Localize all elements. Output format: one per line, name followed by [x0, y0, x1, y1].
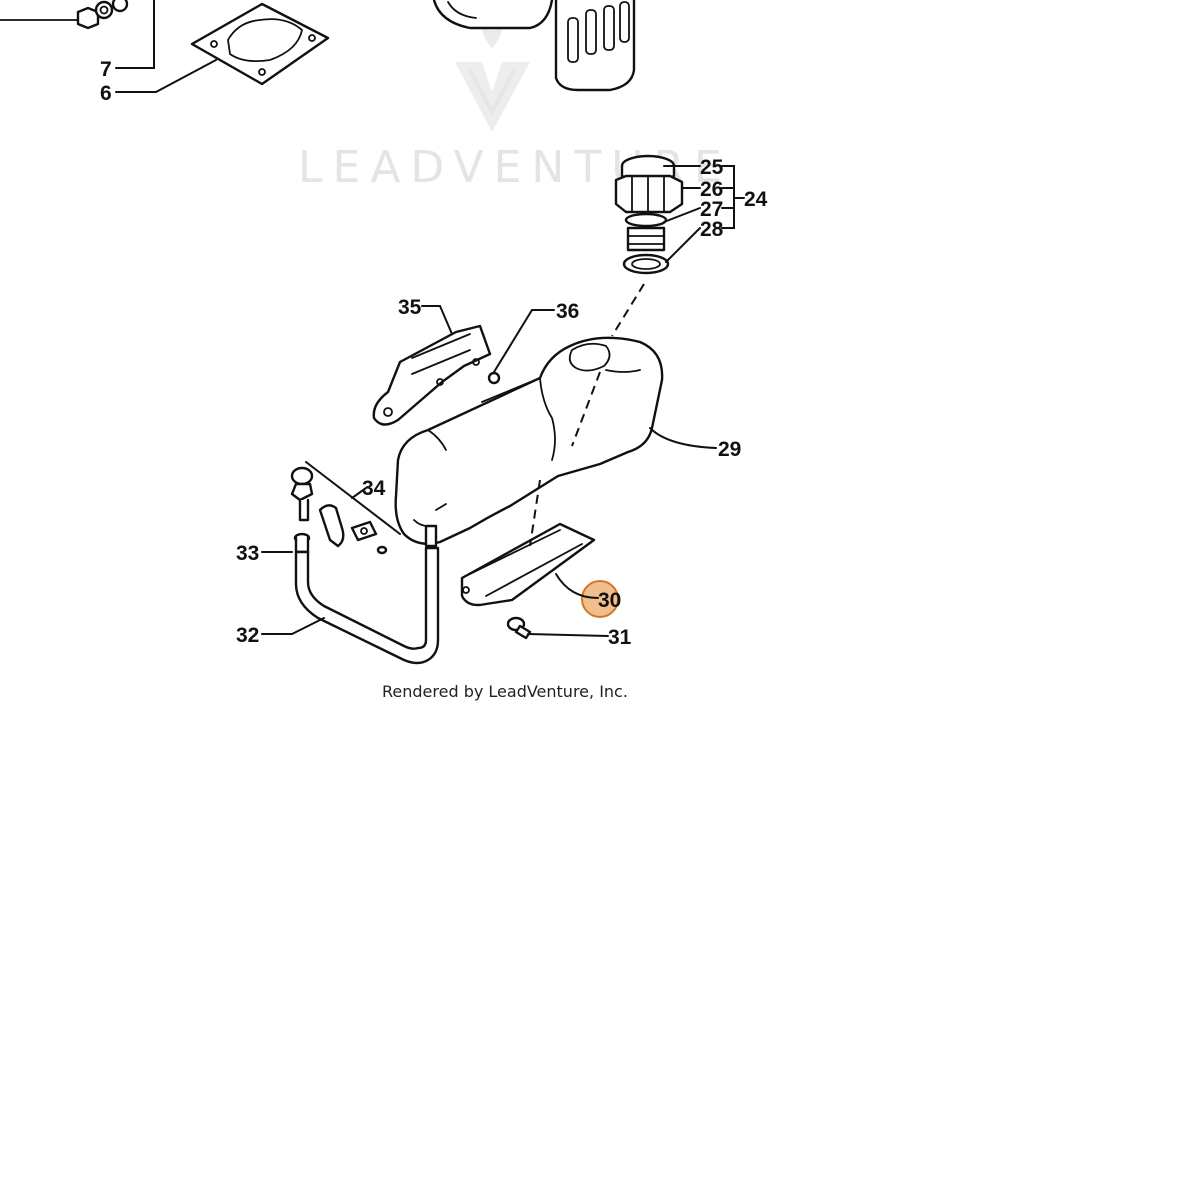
leader-28	[665, 227, 701, 263]
leader-29	[649, 427, 717, 449]
leader-34	[351, 487, 367, 499]
callout-32[interactable]: 32	[236, 624, 259, 647]
fuel-tank	[394, 336, 664, 548]
elbow-fitting-34	[318, 504, 388, 555]
callout-6[interactable]: 6	[100, 82, 112, 105]
leader-6	[115, 59, 217, 93]
slotted-cover-part	[554, 0, 636, 92]
filler-cap-assembly	[614, 154, 684, 275]
tank-support-30	[460, 479, 596, 607]
fuel-hose-32	[294, 546, 440, 665]
watermark-logo	[455, 20, 530, 132]
bracket-24	[721, 165, 745, 229]
callout-36[interactable]: 36	[556, 300, 579, 323]
callout-34[interactable]: 34	[362, 477, 386, 500]
round-housing-part	[432, 0, 554, 30]
callout-28[interactable]: 28	[700, 218, 724, 241]
leader-31	[527, 633, 609, 637]
gasket-part-6	[190, 2, 330, 86]
callout-30[interactable]: 30	[598, 589, 621, 612]
callout-7[interactable]: 7	[100, 58, 112, 81]
nut-and-washer-cluster	[0, 0, 129, 30]
bolt-31	[506, 616, 532, 640]
callout-33[interactable]: 33	[236, 542, 259, 565]
leader-27	[663, 207, 701, 223]
callout-29[interactable]: 29	[718, 438, 741, 461]
callout-31[interactable]: 31	[608, 626, 632, 649]
callout-35[interactable]: 35	[398, 296, 422, 319]
callout-24[interactable]: 24	[744, 188, 768, 211]
fuel-cock-33	[290, 466, 314, 554]
leader-32	[261, 617, 325, 635]
callout-26[interactable]: 26	[700, 178, 723, 201]
callout-25[interactable]: 25	[700, 156, 724, 179]
callout-27[interactable]: 27	[700, 198, 723, 221]
leader-36	[493, 309, 555, 373]
leader-7	[115, 0, 155, 69]
diagram-caption: Rendered by LeadVenture, Inc.	[382, 682, 628, 701]
mounting-bracket-35	[372, 324, 492, 426]
screw-36	[487, 371, 501, 385]
leader-35	[421, 305, 453, 335]
callout-30-highlight[interactable]	[581, 580, 619, 618]
leader-30	[555, 573, 599, 599]
cap-alignment-line	[611, 283, 645, 337]
